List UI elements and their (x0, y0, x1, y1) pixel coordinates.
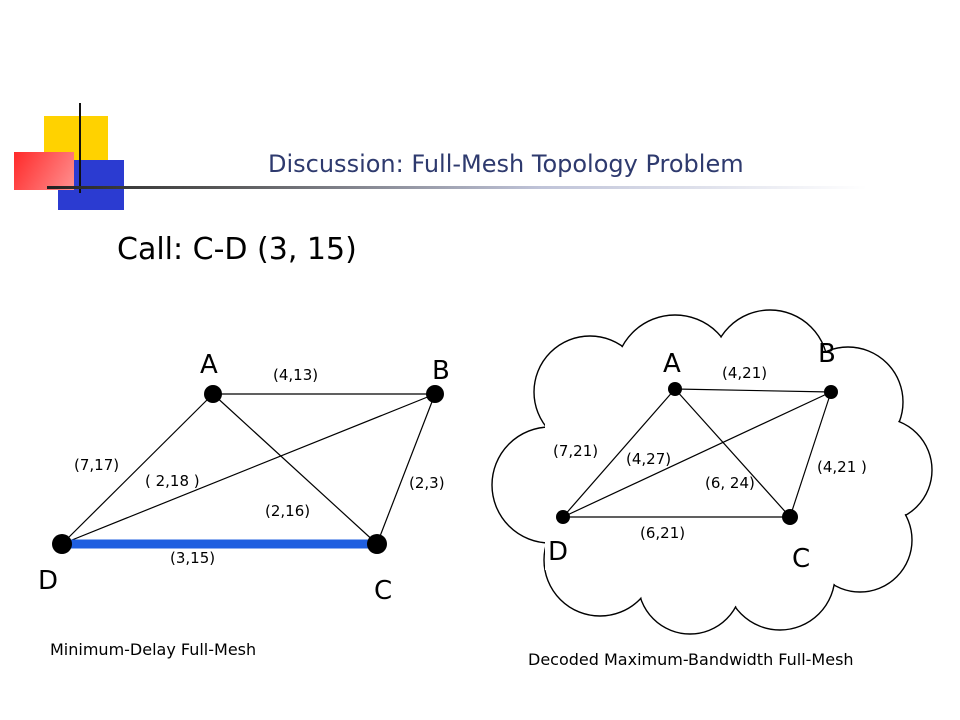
right-node-label-b: B (818, 339, 836, 369)
right-node-c (782, 509, 798, 525)
right-node-label-a: A (663, 349, 681, 379)
right-edge-a-d (562, 388, 676, 518)
right-edge-a-b (674, 388, 832, 393)
right-edge-d-b (562, 391, 832, 518)
left-edge-a-d (61, 393, 214, 545)
left-node-a (204, 385, 222, 403)
right-graph-caption: Decoded Maximum-Bandwidth Full-Mesh (528, 650, 854, 669)
ornament-red-square (14, 152, 74, 190)
left-node-c (367, 534, 387, 554)
right-node-b (824, 385, 838, 399)
right-edge-label-a-d: (7,21) (553, 442, 598, 460)
right-node-a (668, 382, 682, 396)
left-node-d (52, 534, 72, 554)
right-node-label-c: C (792, 544, 810, 574)
left-node-label-b: B (432, 356, 450, 386)
left-node-label-a: A (200, 350, 218, 380)
left-node-label-d: D (38, 566, 58, 596)
right-edge-b-c (789, 391, 832, 518)
left-edge-label-a-b: (4,13) (273, 366, 318, 384)
slide-title: Discussion: Full-Mesh Topology Problem (268, 150, 744, 178)
cloud-core-fill (545, 370, 875, 570)
cloud-interior (493, 311, 931, 633)
left-node-label-c: C (374, 576, 392, 606)
call-label: Call: C-D (3, 15) (117, 232, 357, 267)
right-edge-label-d-b: (4,27) (626, 450, 671, 468)
left-edge-a-c (212, 393, 378, 545)
left-node-b (426, 385, 444, 403)
right-edge-label-a-c: (6, 24) (705, 474, 755, 492)
right-edge-label-d-c: (6,21) (640, 524, 685, 542)
left-graph: A B C D (4,13) (7,17) ( 2,18 ) (2,16) (2… (38, 350, 450, 606)
left-edge-label-d-c: (3,15) (170, 549, 215, 567)
right-graph: A B C D (4,21) (7,21) (4,27) (6, 24) (4,… (491, 309, 933, 635)
left-edge-label-a-d: (7,17) (74, 456, 119, 474)
right-edge-label-b-c: (4,21 ) (817, 458, 867, 476)
right-node-d (556, 510, 570, 524)
ornament-vertical-line (79, 103, 81, 193)
left-graph-caption: Minimum-Delay Full-Mesh (50, 640, 257, 659)
right-edge-a-c (674, 388, 791, 518)
left-edge-b-c (376, 393, 436, 545)
right-node-label-d: D (548, 537, 568, 567)
right-edge-label-a-b: (4,21) (722, 364, 767, 382)
left-edge-label-d-b: ( 2,18 ) (145, 472, 200, 490)
ornament-horizontal-line (47, 186, 867, 189)
left-edge-d-b (61, 393, 436, 545)
left-edge-label-a-c: (2,16) (265, 502, 310, 520)
left-edge-label-b-c: (2,3) (409, 474, 445, 492)
